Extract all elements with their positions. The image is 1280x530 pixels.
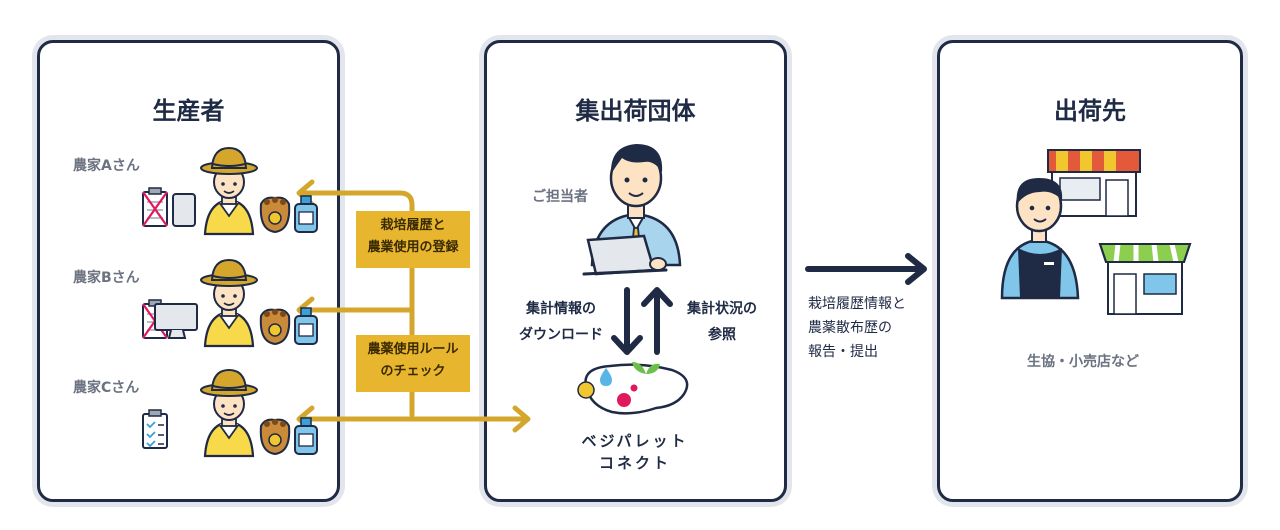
farmer-illustration [142,146,318,236]
destination-panel: 出荷先 [937,40,1243,502]
report-label-line2: 農薬散布歴の [808,320,892,336]
paper-record-crossed-icon [142,187,168,227]
registration-tag-line2: 農業使用の登録 [367,240,459,255]
check-tag-line1: 農薬使用ルール [367,342,459,357]
farmer-row-3: 農家Cさん [37,368,337,458]
report-label: 栽培履歴情報と 農薬散布歴の 報告・提出 [808,292,906,364]
farmer-person-icon [200,368,258,458]
vegipalette-logo-icon [577,362,689,415]
download-label: 集計情報の ダウンロード [511,296,611,348]
arrow-head-c-right [512,405,531,433]
logo-text-line1: ベジパレット [581,432,689,450]
farmer-person-icon [200,146,258,236]
shop-building-icon [1047,149,1141,217]
destination-title: 出荷先 [1054,97,1126,125]
seed-bag-icon [259,418,291,456]
pesticide-bottle-icon [294,307,318,345]
producer-panel: 生産者 [37,40,340,502]
person-label: ご担当者 [532,189,588,205]
collector-title: 集出荷団体 [575,97,696,125]
logo-text: ベジパレット コネクト [560,430,710,474]
producer-title: 生産者 [152,97,225,125]
farmer-person-icon [200,258,258,348]
phone-icon [172,193,196,227]
seed-bag-icon [259,308,291,346]
checklist-icon [142,409,168,449]
farmer-row-2: 農家Bさん [37,258,337,348]
registration-tag-line1: 栽培履歴と [380,218,446,233]
download-label-line2: ダウンロード [519,327,603,343]
report-label-line1: 栽培履歴情報と [808,296,906,312]
status-label-line1: 集計状況の [687,301,757,317]
farmer-label: 農家Cさん [73,380,140,396]
check-tag: 農薬使用ルール のチェック [356,335,470,392]
check-tag-line2: のチェック [380,364,446,379]
store-scene-icon [1000,149,1192,315]
status-label: 集計状況の 参照 [672,296,772,348]
farmer-row-1: 農家Aさん [37,146,337,236]
staff-person-icon [582,144,682,276]
download-label-line1: 集計情報の [526,301,596,317]
logo-text-line2: コネクト [598,454,671,472]
shopkeeper-icon [1000,178,1080,300]
monitor-icon [154,303,198,339]
registration-tag: 栽培履歴と 農業使用の登録 [356,211,470,268]
pesticide-bottle-icon [294,195,318,233]
status-label-line2: 参照 [708,327,736,343]
report-label-line3: 報告・提出 [808,344,878,360]
farmer-illustration [142,368,318,458]
destination-caption: 生協・小売店など [1027,354,1139,370]
farmer-label: 農家Bさん [73,270,140,286]
farmer-illustration [142,258,318,348]
pesticide-bottle-icon [294,417,318,455]
small-shop-icon [1098,243,1192,315]
seed-bag-icon [259,196,291,234]
farmer-label: 農家Aさん [73,158,140,174]
